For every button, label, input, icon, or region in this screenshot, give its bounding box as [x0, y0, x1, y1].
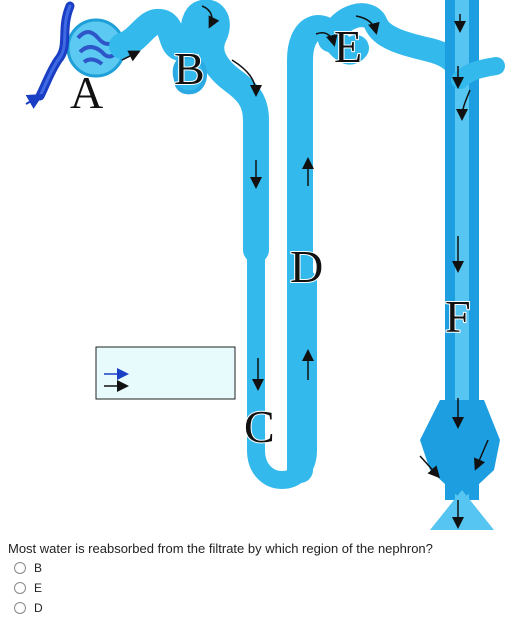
label-a: A	[70, 67, 103, 118]
blood-vessel	[25, 1, 75, 109]
option-label: B	[34, 561, 43, 575]
option-label: E	[34, 581, 43, 595]
radio-button[interactable]	[14, 562, 26, 574]
option-b[interactable]: B	[14, 558, 43, 578]
radio-button[interactable]	[14, 602, 26, 614]
label-f: F	[445, 291, 471, 342]
collecting-duct	[420, 0, 505, 530]
answer-options: B E D	[14, 558, 43, 618]
option-e[interactable]: E	[14, 578, 43, 598]
label-b: B	[174, 43, 205, 94]
nephron-diagram: A B C D E F	[25, 0, 505, 530]
proximal-tubule	[109, 0, 269, 263]
option-label: D	[34, 601, 43, 615]
flow-arrows	[121, 5, 489, 529]
label-d: D	[290, 241, 323, 292]
question-text: Most water is reabsorbed from the filtra…	[8, 541, 433, 556]
option-d[interactable]: D	[14, 598, 43, 618]
radio-button[interactable]	[14, 582, 26, 594]
label-c: C	[244, 401, 275, 452]
legend-box	[95, 346, 236, 400]
label-e: E	[334, 21, 362, 72]
